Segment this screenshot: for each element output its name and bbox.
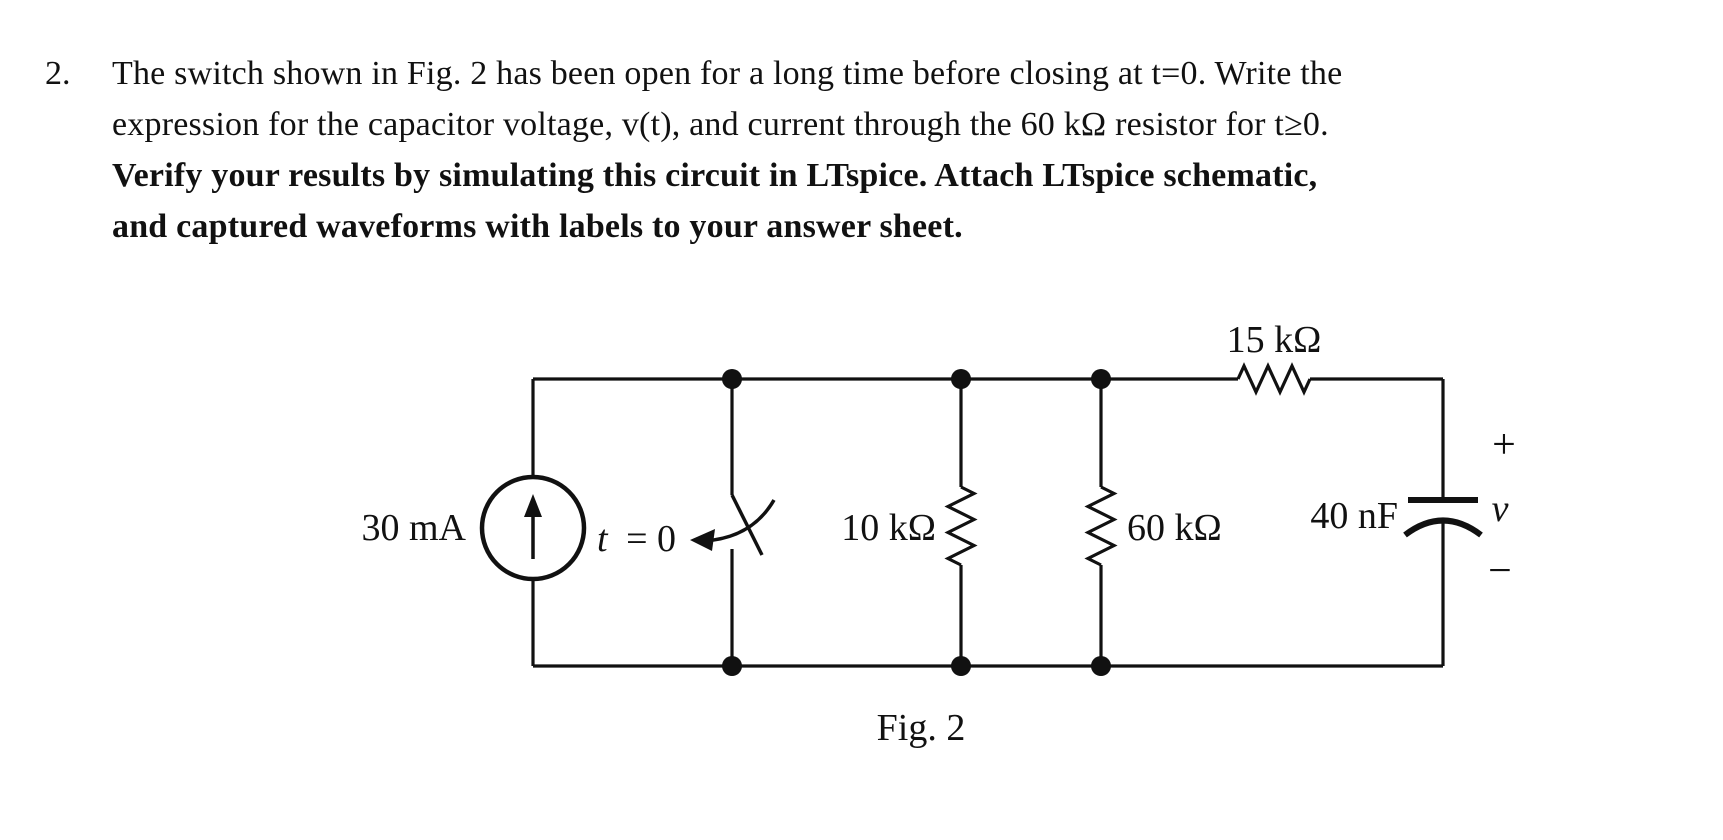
switch-label-var: t [597, 518, 609, 560]
resistor-15k-zigzag [1236, 362, 1312, 396]
switch-label: t = 0 [597, 518, 676, 560]
capacitor-label: 40 nF [1310, 495, 1398, 537]
node-dot [722, 656, 742, 676]
switch-label-rest: = 0 [626, 518, 676, 560]
problem-statement: 2. The switch shown in Fig. 2 has been o… [45, 48, 1342, 252]
capacitor [1403, 379, 1483, 666]
voltage-symbol: v [1492, 488, 1509, 530]
current-source-label: 30 mA [362, 507, 467, 549]
figure-caption: Fig. 2 [877, 707, 966, 749]
resistor-10k [944, 379, 978, 666]
switch [690, 379, 776, 666]
resistor-10k-zigzag [944, 485, 978, 567]
resistor-60k-label: 60 kΩ [1127, 507, 1222, 549]
switch-blade [730, 494, 764, 556]
problem-number: 2. [45, 55, 71, 92]
resistor-15k-label: 15 kΩ [1227, 319, 1322, 361]
polarity-plus: + [1492, 422, 1516, 468]
problem-line-2: expression for the capacitor voltage, v(… [112, 106, 1329, 143]
polarity-minus: − [1488, 548, 1512, 594]
node-dot [1091, 369, 1111, 389]
node-dot [1091, 656, 1111, 676]
circuit-diagram: 30 mA t = 0 10 kΩ 60 kΩ [362, 319, 1516, 749]
problem-text: The switch shown in Fig. 2 has been open… [112, 48, 1342, 252]
problem-line-4: and captured waveforms with labels to yo… [112, 208, 963, 245]
current-arrow-icon [524, 494, 542, 559]
switch-closing-arrow-icon [690, 499, 776, 551]
node-dot [951, 656, 971, 676]
capacitor-plate-bottom [1403, 517, 1483, 538]
problem-line-1: The switch shown in Fig. 2 has been open… [112, 55, 1343, 92]
current-source [479, 379, 587, 666]
resistor-10k-label: 10 kΩ [841, 507, 936, 549]
problem-line-3: Verify your results by simulating this c… [112, 157, 1318, 194]
resistor-60k-zigzag [1084, 485, 1118, 567]
node-dot [951, 369, 971, 389]
node-dot [722, 369, 742, 389]
current-source-circle [479, 474, 587, 582]
resistor-60k [1084, 379, 1118, 666]
